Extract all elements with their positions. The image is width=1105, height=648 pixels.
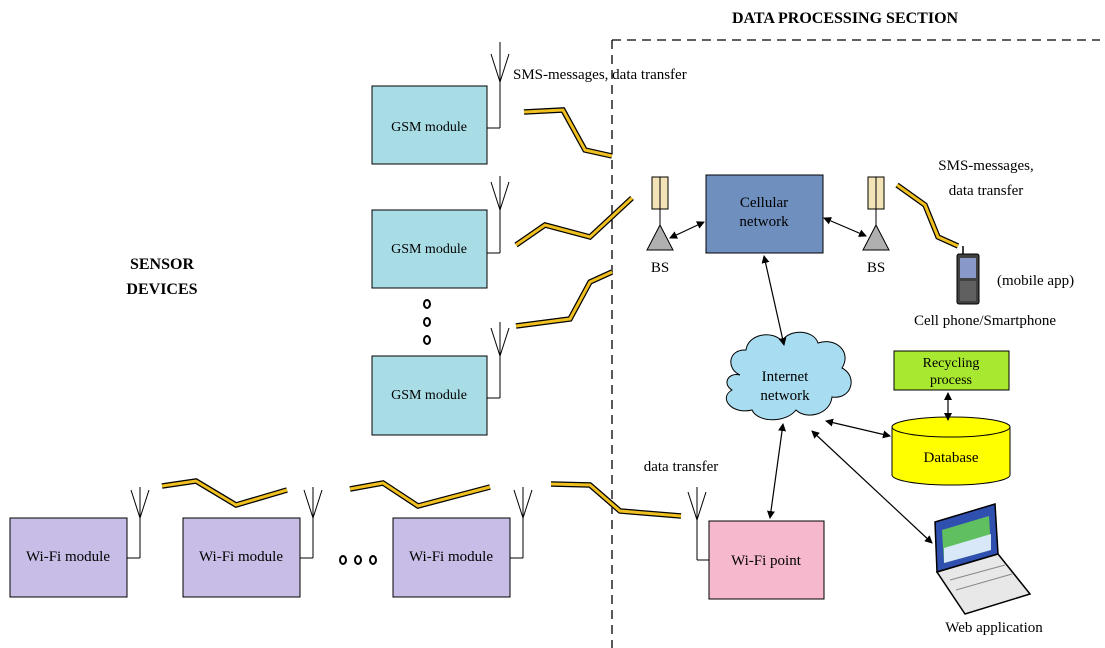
more-wifi-modules-ellipsis (339, 555, 377, 565)
arrow-cellular-internet (761, 255, 787, 346)
bs-tower-icon (862, 223, 890, 251)
sensor-devices-label-line1: SENSOR (130, 256, 194, 273)
wifi-module-2: Wi-Fi module (182, 487, 323, 598)
laptop-icon (934, 503, 1032, 615)
gsm-module-box (371, 355, 488, 436)
antenna-icon (127, 487, 150, 559)
wifi-point: Wi-Fi point (687, 487, 825, 600)
mobile-app-label: (mobile app) (997, 273, 1074, 289)
gsm-module-label: GSM module (391, 120, 467, 135)
cellular-network-label-line1: Cellular (740, 195, 788, 211)
radio-links-wifi (161, 478, 682, 519)
antenna-icon (510, 487, 533, 559)
sensor-devices-label-line2: DEVICES (126, 281, 197, 298)
database-label: Database (924, 450, 979, 466)
web-application-label: Web application (945, 620, 1043, 636)
arrow-internet-wifi-point (766, 423, 787, 519)
gsm-module-3: GSM module (371, 322, 510, 436)
gsm-module-label: GSM module (391, 242, 467, 257)
sms-data-transfer-label-right-line1: SMS-messages, (938, 158, 1033, 174)
data-processing-section-boundary (611, 39, 1100, 648)
data-transfer-label: data transfer (644, 459, 719, 475)
recycling-process-label-line1: Recycling (923, 356, 980, 371)
bs-left-label: BS (651, 260, 669, 276)
wifi-module-label: Wi-Fi module (26, 549, 110, 565)
database-cylinder: Database (891, 416, 1011, 486)
wifi-module-box (392, 517, 511, 598)
base-station-right (862, 176, 890, 251)
cellular-network-box (705, 174, 824, 254)
recycling-process: Recycling process (893, 350, 1010, 391)
antenna-icon (487, 42, 510, 129)
wifi-module-1: Wi-Fi module (9, 487, 150, 598)
arrow-cellular-bs-right (823, 217, 867, 237)
recycling-process-label-line2: process (930, 373, 972, 388)
antenna-icon (487, 176, 510, 254)
wifi-module-box (9, 517, 128, 598)
radio-links-gsm (514, 107, 960, 329)
internet-network-cloud: Internet network (725, 331, 852, 421)
internet-network-label-line1: Internet (762, 369, 809, 385)
antenna-icon (487, 322, 510, 399)
wifi-module-box (182, 517, 301, 598)
antenna-icon (687, 487, 709, 561)
wifi-module-label: Wi-Fi module (199, 549, 283, 565)
data-processing-section-title: DATA PROCESSING SECTION (732, 10, 959, 27)
gsm-module-1: GSM module (371, 42, 510, 165)
gsm-module-2: GSM module (371, 176, 510, 289)
cell-phone-label: Cell phone/Smartphone (914, 313, 1056, 329)
more-gsm-modules-ellipsis (423, 299, 431, 345)
cellular-network-label-line2: network (739, 214, 789, 230)
base-station-left (646, 176, 674, 251)
wifi-module-label: Wi-Fi module (409, 549, 493, 565)
wifi-point-label: Wi-Fi point (731, 553, 802, 569)
arrow-internet-laptop (811, 430, 933, 544)
wifi-module-3: Wi-Fi module (392, 487, 533, 598)
cellular-network: Cellular network (705, 174, 824, 254)
arrow-internet-database (825, 418, 891, 439)
gsm-module-label: GSM module (391, 388, 467, 403)
internet-network-label-line2: network (760, 388, 810, 404)
radio-link (550, 481, 682, 519)
sms-data-transfer-label-right-line2: data transfer (949, 183, 1024, 199)
antenna-icon (300, 487, 323, 559)
connection-arrows (669, 217, 952, 544)
gsm-module-box (371, 209, 488, 289)
radio-link (514, 195, 634, 248)
arrow-bs-left-cellular (669, 221, 705, 239)
gsm-module-box (371, 85, 488, 165)
recycling-process-box (893, 350, 1010, 391)
wifi-point-box (708, 520, 825, 600)
bs-right-label: BS (867, 260, 885, 276)
sms-data-transfer-label-top: SMS-messages, data transfer (513, 67, 687, 83)
cell-phone-icon (956, 246, 980, 305)
bs-tower-icon (646, 223, 674, 251)
